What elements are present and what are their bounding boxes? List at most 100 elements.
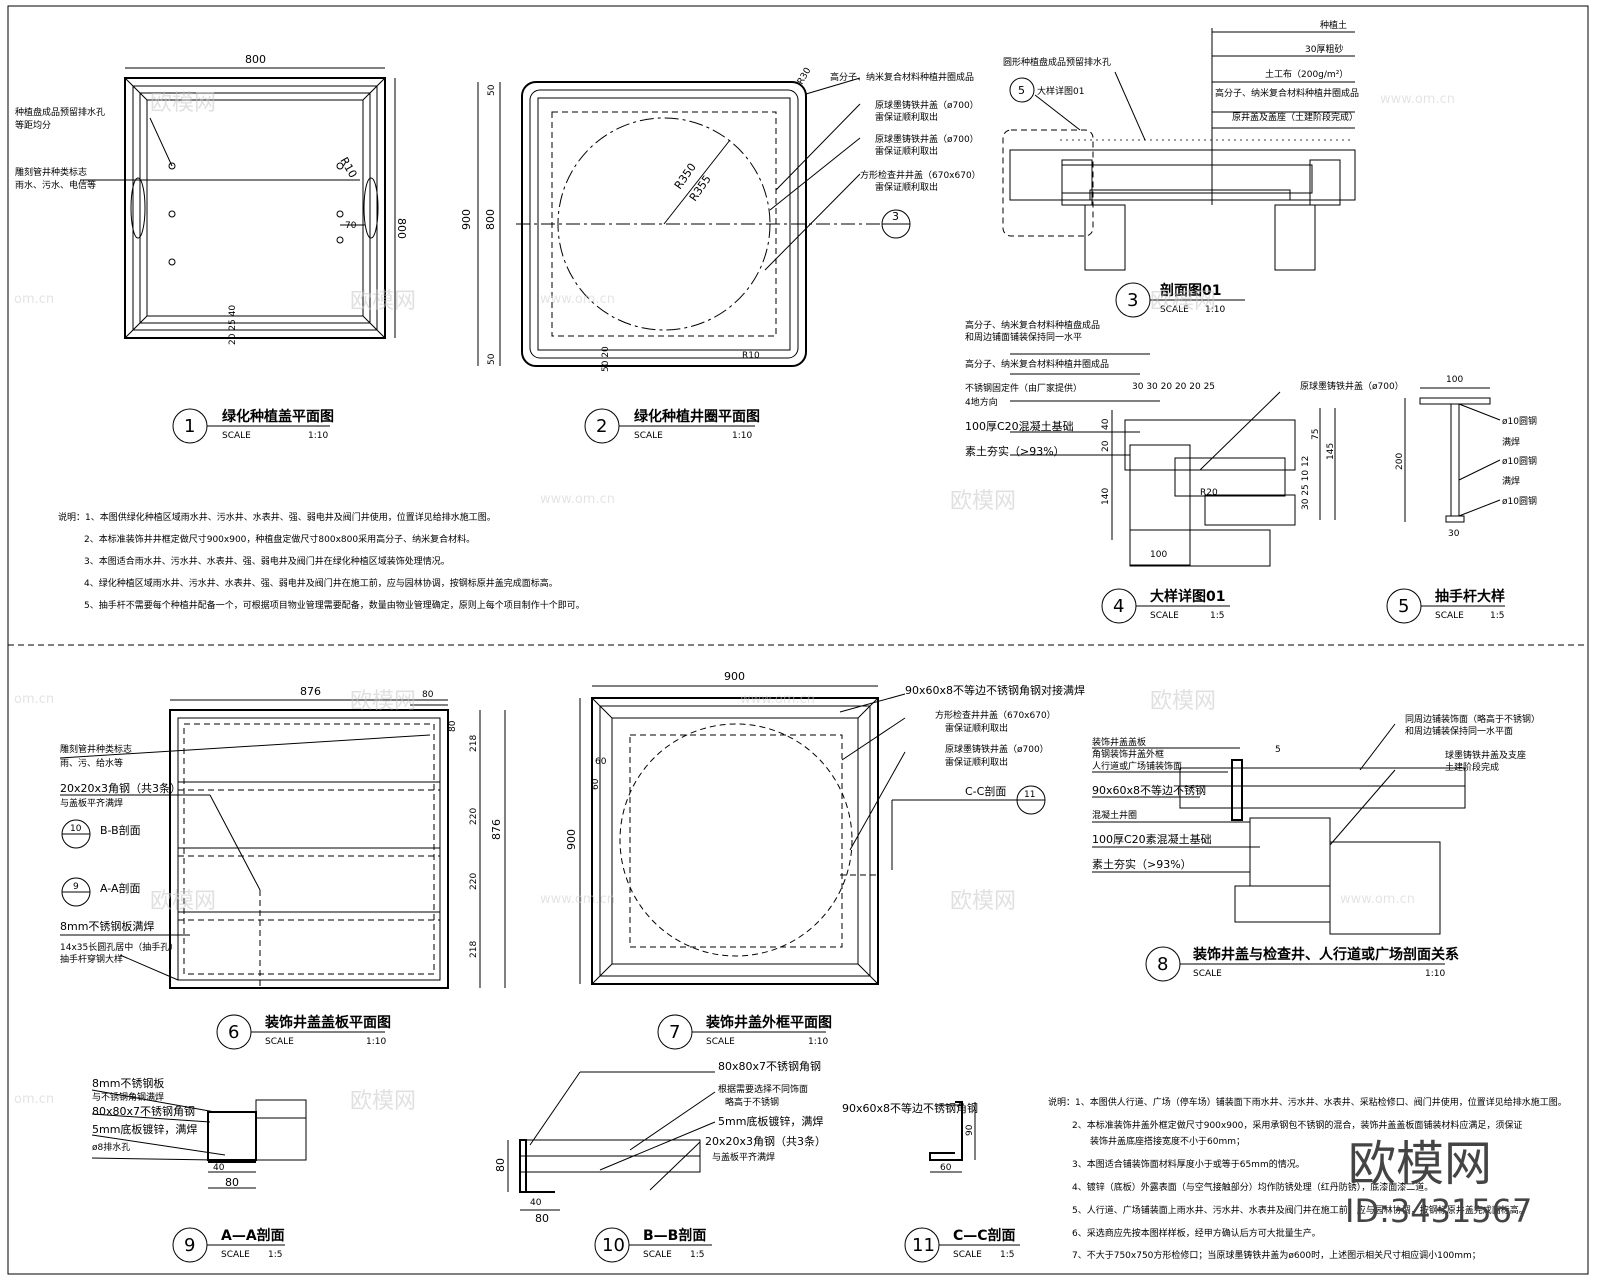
d2-dim-bot: 50 20: [601, 346, 611, 372]
d5-title: 抽手杆大样: [1435, 588, 1505, 605]
d4-scale: SCALE: [1150, 611, 1179, 621]
d4-d145: 145: [1326, 443, 1336, 460]
d4-dtop: 30 30 20 20 20 25: [1132, 382, 1215, 392]
note-top-1: 说明：1、本图供绿化种植区域雨水井、污水井、水表井、强、弱电井及阀门井使用，位置…: [58, 511, 496, 523]
d9-ratio: 1:5: [268, 1250, 282, 1260]
note-bottom-3: 装饰井盖底座搭接宽度不小于60mm；: [1090, 1135, 1245, 1147]
d4-dside: 30 25 10 12: [1301, 456, 1311, 510]
d9-h2: 与不锈钢角钢满焊: [92, 1091, 164, 1103]
watermark-6: 欧模网: [1150, 689, 1216, 714]
drawing-7-plan: 900 900 60 60 90x60x8不等边不锈钢角钢对接满焊 方形检查井井…: [565, 670, 1085, 1050]
d7-ratio: 1:10: [808, 1037, 828, 1047]
d2-n4a: 方形检查井井盖（670x670）: [860, 169, 981, 181]
d10-i4: 5mm底板镀锌，满焊: [718, 1114, 823, 1128]
d2-ratio: 1:10: [732, 431, 752, 441]
d8-title: 装饰井盖与检查井、人行道或广场剖面关系: [1192, 946, 1459, 963]
d5-b4: 满焊: [1502, 475, 1520, 487]
d8-f3: 人行道或广场铺装饰面: [1092, 760, 1182, 772]
watermark-3: 欧模网: [950, 489, 1016, 514]
d6-c4a: 14x35长圆孔居中（抽手孔）: [60, 941, 178, 953]
d9-h1: 8mm不锈钢板: [92, 1076, 164, 1090]
d2-dim-50b: 50: [487, 353, 497, 365]
watermark-url-8: om.cn: [14, 692, 54, 707]
d9-h4: 5mm底板镀锌，满焊: [92, 1122, 197, 1136]
d2-number: 2: [596, 416, 607, 437]
d11-j1: 90x60x8不等边不锈钢角钢: [842, 1101, 978, 1115]
d8-f4: 90x60x8不等边不锈钢: [1092, 783, 1206, 797]
d6-dim-80b: 80: [448, 720, 458, 732]
drawing-11-section: 90x60x8不等边不锈钢角钢 90 60 11 C—C剖面 SCALE 1:5: [842, 1101, 1020, 1263]
drawing-5-handle: 100 200 30 ø10圆钢 满焊 ø10圆钢 满焊 ø10圆钢 5 抽手杆…: [1386, 375, 1537, 624]
d6-c4b: 抽手杆穿钢大样: [60, 953, 123, 965]
d6-d220a: 220: [469, 808, 479, 825]
d1-dim-r: R10: [337, 155, 359, 180]
watermarks: 欧模网 欧模网 欧模网 欧模网 欧模网 欧模网 欧模网 欧模网 欧模网 www.…: [14, 91, 1455, 1114]
note-top-5: 5、抽手杆不需要每个种植井配备一个，可根据项目物业管理需要配备，数量由物业管理确…: [84, 599, 585, 611]
d2-n4b: 雷保证顺利取出: [875, 181, 938, 193]
d8-f6: 100厚C20素混凝土基础: [1092, 832, 1212, 846]
d8-f1: 装饰井盖盖板: [1092, 736, 1146, 748]
d3-title: 剖面图01: [1160, 282, 1221, 299]
d2-scale: SCALE: [634, 431, 663, 441]
d3-l5: 原井盖及盖座（土建阶段完成）: [1232, 111, 1358, 123]
d6-s10t: B-B剖面: [100, 823, 141, 837]
d2-dim-h: 900: [460, 209, 473, 230]
d10-scale: SCALE: [643, 1250, 672, 1260]
d5-ratio: 1:5: [1490, 611, 1504, 621]
d5-b1: ø10圆钢: [1502, 415, 1537, 427]
d7-d60: 60: [595, 757, 607, 767]
d10-number: 10: [602, 1235, 625, 1256]
d4-a8: 原球墨铸铁井盖（ø700）: [1300, 380, 1404, 392]
d10-d40: 40: [530, 1198, 542, 1208]
d6-number: 6: [228, 1022, 239, 1043]
d4-d40: 40: [1101, 418, 1111, 430]
drawing-3-section: 种植土 30厚粗砂 土工布（200g/m²） 高分子、纳米复合材料种植井圈成品 …: [1002, 19, 1359, 318]
d2-r30: R30: [796, 66, 814, 87]
d1-title: 绿化种植盖平面图: [222, 408, 334, 425]
d1-note1a: 种植盘成品预留排水孔: [15, 106, 105, 118]
note-bottom-8: 7、不大于750x750方形检修口；当原球墨铸铁井盖为ø600时，上述图示相关尺…: [1072, 1249, 1481, 1261]
d4-a2: 和周边铺面铺装保持同一水平: [965, 331, 1082, 343]
d11-ratio: 1:5: [1000, 1250, 1014, 1260]
d5-b2: 满焊: [1502, 436, 1520, 448]
d7-scale: SCALE: [706, 1037, 735, 1047]
drawing-4-detail: 高分子、纳米复合材料种植盘成品 和周边铺面铺装保持同一水平 高分子、纳米复合材料…: [965, 319, 1404, 624]
d3-l2: 30厚粗砂: [1305, 43, 1343, 55]
d5-d100: 100: [1446, 375, 1463, 385]
brand-id: ID:3431567: [1345, 1192, 1532, 1230]
d2-dim-50a: 50: [487, 84, 497, 96]
d5-d30: 30: [1448, 529, 1460, 539]
d1-scale: SCALE: [222, 431, 251, 441]
drawing-2-plan: 900 800 50 50 R350 R355 R30 R10 50 20 高分…: [460, 66, 981, 444]
d6-s10n: 10: [70, 824, 82, 834]
d1-note2b: 雨水、污水、电信等: [15, 179, 96, 191]
d9-d40: 40: [213, 1163, 225, 1173]
d7-e2b: 雷保证顺利取出: [945, 722, 1008, 734]
d6-s9n: 9: [73, 882, 79, 892]
d8-f7: 素土夯实（>93%）: [1092, 857, 1192, 871]
d9-title: A—A剖面: [221, 1227, 285, 1244]
d1-dim-h: 800: [395, 218, 408, 239]
note-bottom-1: 说明：1、本图供人行道、广场（停车场）铺装面下雨水井、污水井、水表井、采粘检修口…: [1048, 1096, 1567, 1108]
d8-f5: 混凝土井圈: [1092, 809, 1137, 821]
d9-d80: 80: [225, 1176, 239, 1189]
d8-g4: 土建阶段完成: [1445, 761, 1499, 773]
watermark-url-9: om.cn: [14, 1092, 54, 1107]
d10-title: B—B剖面: [643, 1227, 706, 1244]
drawing-10-section: 80x80x7不锈钢角钢 根据需要选择不同饰面 略高于不锈钢 5mm底板镀锌，满…: [494, 1060, 826, 1263]
d1-note2a: 雕刻管井种类标志: [15, 166, 87, 178]
note-bottom-6: 5、人行道、广场铺装面上雨水井、污水井、水表井及阀门井在施工前，应与园林协调，按…: [1072, 1204, 1528, 1216]
note-bottom-2: 2、本标准装饰井盖外框定做尺寸900x900，采用承钢包不锈钢的混合，装饰井盖盖…: [1072, 1119, 1522, 1131]
d8-number: 8: [1157, 954, 1168, 975]
d6-c3: 8mm不锈钢板满焊: [60, 919, 154, 933]
d4-a3: 高分子、纳米复合材料种植井圈成品: [965, 358, 1109, 370]
d3-l1: 种植土: [1320, 19, 1347, 31]
d2-r10: R10: [742, 351, 760, 361]
d9-number: 9: [184, 1235, 195, 1256]
watermark-2: 欧模网: [350, 289, 416, 314]
d11-number: 11: [912, 1235, 935, 1256]
drawing-9-section: 8mm不锈钢板 与不锈钢角钢满焊 80x80x7不锈钢角钢 5mm底板镀锌，满焊…: [91, 1076, 307, 1263]
d7-s11n: 11: [1024, 790, 1035, 800]
d4-a5: 4地方向: [965, 396, 998, 408]
watermark-9: 欧模网: [350, 1089, 416, 1114]
